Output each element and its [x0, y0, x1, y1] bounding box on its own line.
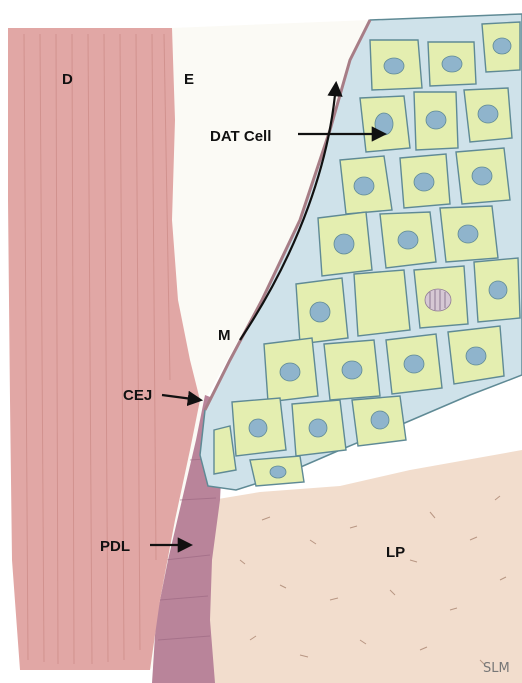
- label-dentin: D: [62, 71, 73, 88]
- label-enamel: E: [184, 71, 194, 88]
- label-membrane: M: [218, 327, 231, 344]
- artist-signature: SLM: [483, 661, 510, 676]
- label-lamina-propria: LP: [386, 544, 405, 561]
- mitotic-nucleus: [425, 289, 451, 311]
- label-cej: CEJ: [123, 387, 152, 404]
- label-dat-cell: DAT Cell: [210, 128, 271, 145]
- cell: [354, 270, 410, 336]
- label-pdl: PDL: [100, 538, 130, 555]
